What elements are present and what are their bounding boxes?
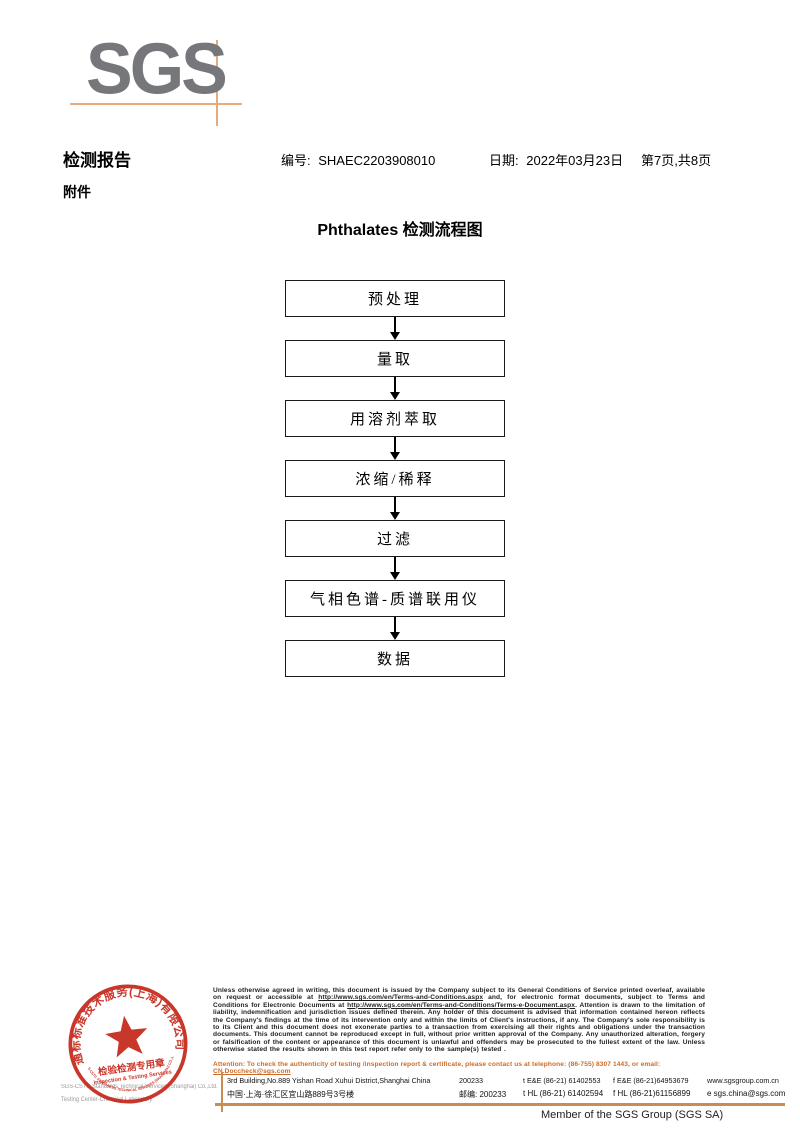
address-cell: 中国·上海·徐汇区宜山路889号3号楼: [227, 1090, 355, 1099]
logo-horizontal-line: [70, 103, 242, 105]
flow-step: 浓缩/稀释: [285, 460, 505, 497]
address-cell: 3rd Building,No.889 Yishan Road Xuhui Di…: [227, 1076, 431, 1085]
arrow-down-icon: [390, 317, 400, 340]
report-number-label: 编号:: [281, 153, 311, 168]
stamp-ring: [68, 984, 188, 1104]
text-segment: and, for electronic format documents, su…: [213, 994, 705, 1009]
disclaimer-text: Unless otherwise agreed in writing, this…: [213, 987, 705, 1054]
flow-step: 过滤: [285, 520, 505, 557]
report-number: 编号: SHAEC2203908010: [281, 150, 435, 169]
flow-step: 用溶剂萃取: [285, 400, 505, 437]
company-name-block: SGS-CSTC Standards Technical Services (S…: [61, 1081, 218, 1107]
flowchart-title: Phthalates 检测流程图: [317, 222, 483, 239]
arrow-down-icon: [390, 497, 400, 520]
address-row-en: 3rd Building,No.889 Yishan Road Xuhui Di…: [227, 1076, 785, 1085]
arrow-down-icon: [390, 437, 400, 460]
report-title: 检测报告: [63, 151, 131, 170]
company-lab: Testing Center-Chemical Laboratory: [61, 1097, 153, 1103]
company-stamp: 通标标准技术服务(上海)有限公司 检验检测专用章 Inspection & Te…: [58, 974, 188, 1104]
report-date: 日期: 2022年03月23日: [489, 150, 623, 169]
address-cell: t E&E (86-21) 61402553: [523, 1076, 601, 1085]
address-cell: t HL (86-21) 61402594: [523, 1089, 604, 1098]
flow-step: 量取: [285, 340, 505, 377]
report-number-value: SHAEC2203908010: [318, 153, 436, 168]
attachment-label: 附件: [63, 184, 91, 200]
address-row-cn: 中国·上海·徐汇区宜山路889号3号楼 邮编: 200233 t HL (86-21…: [227, 1089, 785, 1100]
doccheck-email-link[interactable]: CN.Doccheck@sgs.com: [213, 1068, 291, 1076]
address-cell: e sgs.china@sgs.com: [707, 1089, 785, 1098]
arrow-down-icon: [390, 617, 400, 640]
address-cell: www.sgsgroup.com.cn: [707, 1076, 779, 1085]
company-name: SGS-CSTC Standards Technical Services (S…: [61, 1084, 218, 1090]
footer-rule: [215, 1103, 785, 1106]
flow-step: 预处理: [285, 280, 505, 317]
flow-step: 数据: [285, 640, 505, 677]
logo-vertical-line: [216, 40, 218, 126]
address-cell: f E&E (86-21)64953679: [613, 1076, 689, 1085]
flow-step: 气相色谱-质谱联用仪: [285, 580, 505, 617]
star-icon: [105, 1015, 148, 1058]
arrow-down-icon: [390, 557, 400, 580]
page-indicator: 第7页,共8页: [641, 153, 712, 168]
address-cell: 邮编: 200233: [459, 1090, 507, 1099]
flowchart: 预处理量取用溶剂萃取浓缩/稀释过滤气相色谱-质谱联用仪数据: [285, 280, 505, 677]
terms-link[interactable]: http://www.sgs.com/en/Terms-and-Conditio…: [347, 1001, 576, 1009]
address-cell: f HL (86-21)61156899: [613, 1089, 691, 1098]
text-segment: Unless otherwise agreed in writing, this…: [213, 987, 705, 1002]
attention-text: Attention: To check the authenticity of …: [213, 1061, 705, 1075]
address-cell: 200233: [459, 1076, 483, 1085]
text-segment: Attention: To check the authenticity of …: [213, 1061, 661, 1068]
report-date-label: 日期:: [489, 153, 519, 168]
sgs-member-note: Member of the SGS Group (SGS SA): [541, 1109, 724, 1121]
text-segment: . Attention is drawn to the limitation o…: [213, 1001, 705, 1054]
report-date-value: 2022年03月23日: [526, 153, 624, 168]
address-divider-vertical: [221, 1072, 223, 1112]
sgs-logo-text: SGS: [86, 27, 228, 109]
terms-link[interactable]: http://www.sgs.com/en/Terms-and-Conditio…: [318, 994, 484, 1002]
arrow-down-icon: [390, 377, 400, 400]
